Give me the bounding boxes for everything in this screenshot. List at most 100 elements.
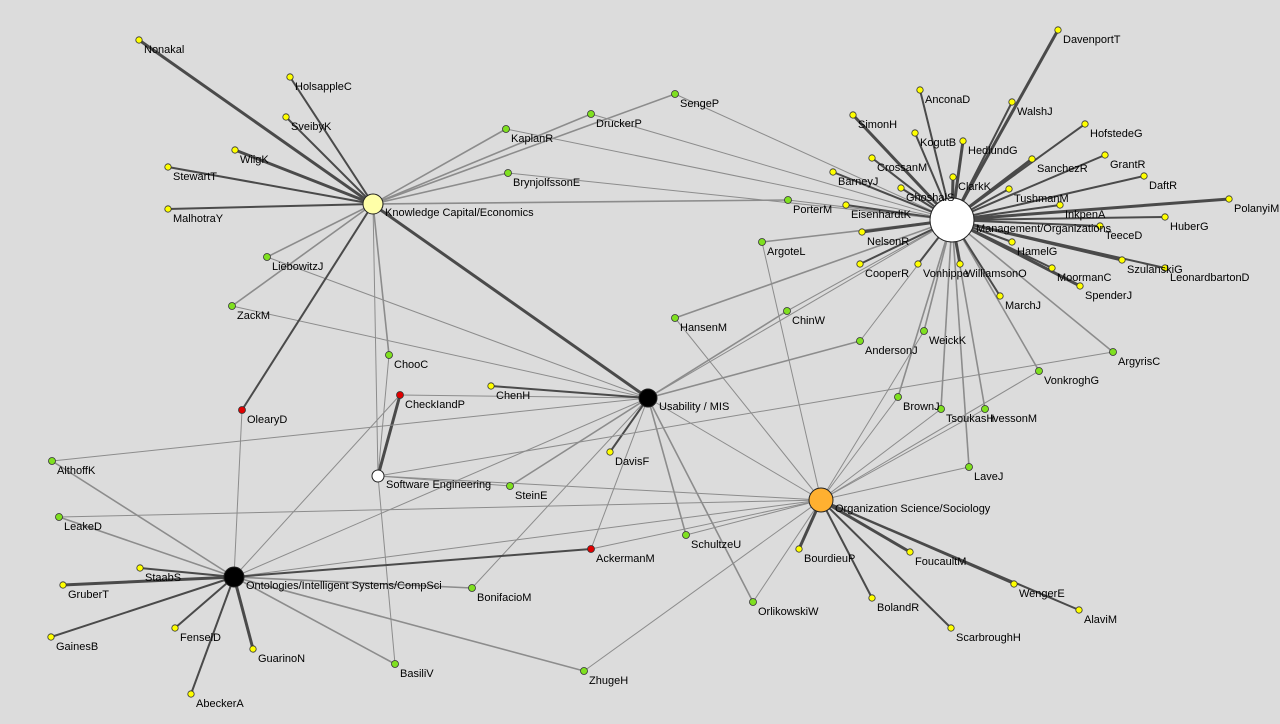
node-weickk[interactable]	[920, 327, 928, 335]
node-simonh[interactable]	[849, 111, 857, 119]
edge-scarbroughh-os	[820, 499, 952, 629]
node-malhotray[interactable]	[164, 205, 172, 213]
node-label-staabs: StaabS	[145, 572, 181, 584]
node-orlikowskiw[interactable]	[749, 598, 757, 606]
node-liebowitzj[interactable]	[263, 253, 271, 261]
node-zhugeh[interactable]	[580, 667, 588, 675]
node-anconad[interactable]	[916, 86, 924, 94]
node-grantr[interactable]	[1101, 151, 1109, 159]
node-walshj[interactable]	[1008, 98, 1016, 106]
node-label-anconad: AnconaD	[925, 94, 970, 106]
node-sengep[interactable]	[671, 90, 679, 98]
edge-brynjolfssone-kc	[372, 172, 509, 205]
node-sveibyk[interactable]	[282, 113, 290, 121]
node-schultzeu[interactable]	[682, 531, 690, 539]
hub-node-software-engineering[interactable]	[371, 469, 385, 483]
node-moormanc[interactable]	[1048, 264, 1056, 272]
node-chenh[interactable]	[487, 382, 495, 390]
node-alavim[interactable]	[1075, 606, 1083, 614]
node-marchj[interactable]	[996, 292, 1004, 300]
node-scarbroughh[interactable]	[947, 624, 955, 632]
node-staabs[interactable]	[136, 564, 144, 572]
node-crossanm[interactable]	[868, 154, 876, 162]
node-grubert[interactable]	[59, 581, 67, 589]
node-hamelg[interactable]	[1008, 238, 1016, 246]
node-clarkk[interactable]	[949, 173, 957, 181]
node-althoffk[interactable]	[48, 457, 56, 465]
node-porterm[interactable]	[784, 196, 792, 204]
node-vonhippele[interactable]	[914, 260, 922, 268]
node-label-wengere: WengerE	[1019, 588, 1065, 600]
node-bourdieup[interactable]	[795, 545, 803, 553]
node-ghoshals[interactable]	[897, 184, 905, 192]
node-steine[interactable]	[506, 482, 514, 490]
node-checkiandp[interactable]	[396, 391, 404, 399]
node-chooc[interactable]	[385, 351, 393, 359]
node-label-orlikowskiw: OrlikowskiW	[758, 606, 819, 618]
node-wengere[interactable]	[1010, 580, 1018, 588]
node-abeckera[interactable]	[187, 690, 195, 698]
node-argyrisc[interactable]	[1109, 348, 1117, 356]
node-hedlundg[interactable]	[959, 137, 967, 145]
node-polanyim[interactable]	[1225, 195, 1233, 203]
node-andersonj[interactable]	[856, 337, 864, 345]
node-brownj[interactable]	[894, 393, 902, 401]
node-foucaultm[interactable]	[906, 548, 914, 556]
node-tushmanm[interactable]	[1005, 185, 1013, 193]
node-gainesb[interactable]	[47, 633, 55, 641]
hub-node-usability-mis[interactable]	[638, 388, 658, 408]
node-leaked[interactable]	[55, 513, 63, 521]
node-hansenm[interactable]	[671, 314, 679, 322]
hub-node-ontologies-intelligent-systems-compsci[interactable]	[223, 566, 245, 588]
node-inkpena[interactable]	[1056, 201, 1064, 209]
node-davenportt[interactable]	[1054, 26, 1062, 34]
node-druckerp[interactable]	[587, 110, 595, 118]
node-brynjolfssone[interactable]	[504, 169, 512, 177]
node-williamsono[interactable]	[956, 260, 964, 268]
edge-druckerp-kc	[372, 113, 592, 205]
node-teeced[interactable]	[1096, 222, 1104, 230]
node-huberg[interactable]	[1161, 213, 1169, 221]
node-tsoukash[interactable]	[937, 405, 945, 413]
hub-node-management-organizations[interactable]	[929, 197, 975, 243]
node-kaplanr[interactable]	[502, 125, 510, 133]
node-szulanskig[interactable]	[1118, 256, 1126, 264]
node-bolandr[interactable]	[868, 594, 876, 602]
node-argotel[interactable]	[758, 238, 766, 246]
node-fenseld[interactable]	[171, 624, 179, 632]
node-ackermanm[interactable]	[587, 545, 595, 553]
node-olearyd[interactable]	[238, 406, 246, 414]
node-label-inkpena: InkpenA	[1065, 209, 1106, 221]
node-basiliv[interactable]	[391, 660, 399, 668]
node-daftr[interactable]	[1140, 172, 1148, 180]
node-holsapplec[interactable]	[286, 73, 294, 81]
hub-node-organization-science-sociology[interactable]	[808, 487, 834, 513]
node-nelsonr[interactable]	[858, 228, 866, 236]
node-nonakal[interactable]	[135, 36, 143, 44]
node-leonardbartond[interactable]	[1161, 264, 1169, 272]
node-label-foucaultm: FoucaultM	[915, 556, 966, 568]
node-hofstedeg[interactable]	[1081, 120, 1089, 128]
edge-liebowitzj-um	[266, 256, 649, 399]
node-davisf[interactable]	[606, 448, 614, 456]
node-lavej[interactable]	[965, 463, 973, 471]
node-label-zhugeh: ZhugeH	[589, 675, 628, 687]
node-kogutb[interactable]	[911, 129, 919, 137]
node-wiigk[interactable]	[231, 146, 239, 154]
node-eisenhardtk[interactable]	[842, 201, 850, 209]
hub-node-knowledge-capital-economics[interactable]	[362, 193, 384, 215]
node-spenderj[interactable]	[1076, 282, 1084, 290]
node-barneyj[interactable]	[829, 168, 837, 176]
node-stewartt[interactable]	[164, 163, 172, 171]
node-chinw[interactable]	[783, 307, 791, 315]
node-ivessonm[interactable]	[981, 405, 989, 413]
node-bonifaciom[interactable]	[468, 584, 476, 592]
edge-lavej-mo	[951, 219, 970, 468]
node-zackm[interactable]	[228, 302, 236, 310]
node-sanchezr[interactable]	[1028, 155, 1036, 163]
node-cooperr[interactable]	[856, 260, 864, 268]
node-guarinon[interactable]	[249, 645, 257, 653]
node-vonkroghg[interactable]	[1035, 367, 1043, 375]
edge-olearyd-kc	[241, 203, 374, 411]
